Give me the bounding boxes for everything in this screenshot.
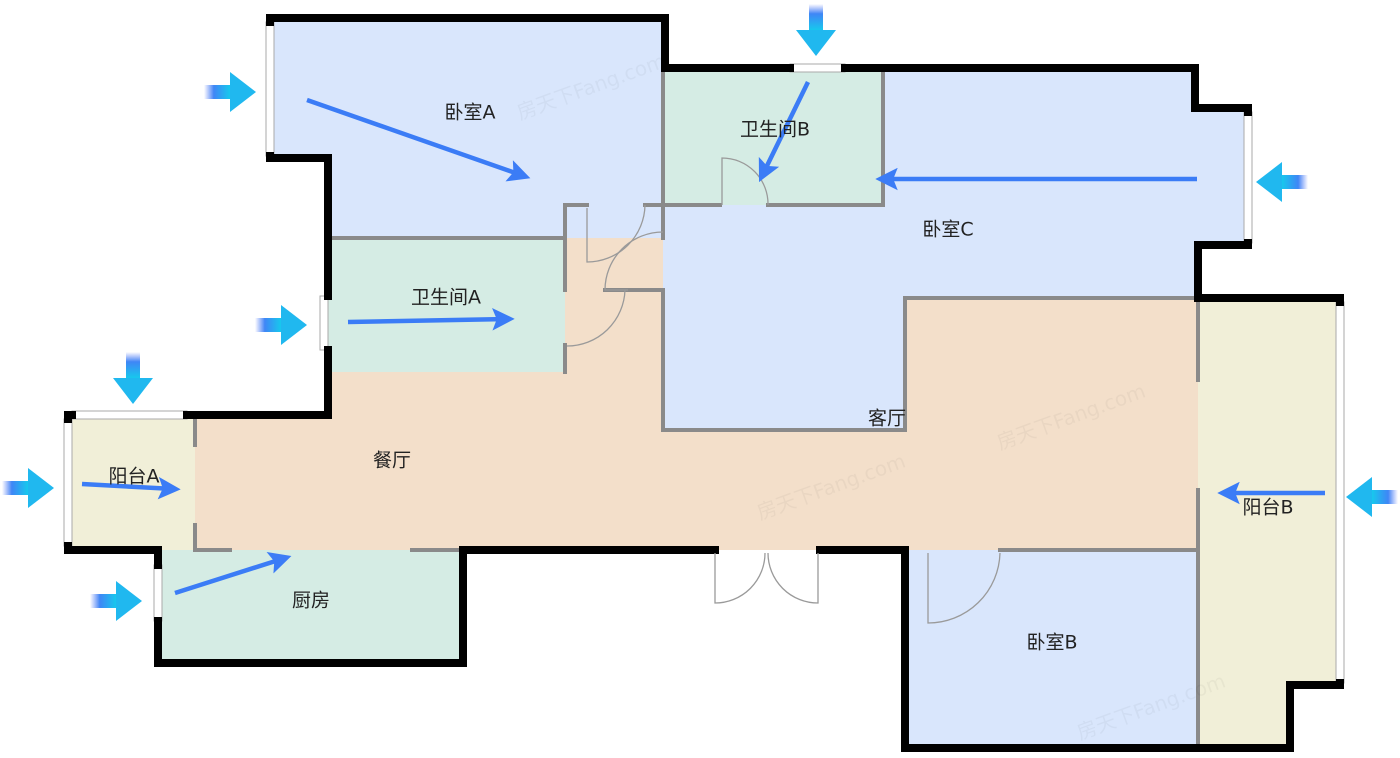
label-bedroom-a: 卧室A bbox=[445, 102, 496, 124]
doors bbox=[566, 157, 1001, 624]
room-balcony-b bbox=[1198, 298, 1340, 748]
ventilation-arrow-icon bbox=[255, 305, 307, 345]
ventilation-arrow-icon bbox=[1256, 162, 1308, 202]
label-bathroom-a: 卫生间A bbox=[411, 287, 481, 309]
room-bathroom-a bbox=[328, 238, 565, 372]
airflow-arrow-bathroom-b bbox=[758, 81, 811, 183]
ventilation-arrow-icon bbox=[2, 468, 54, 508]
ventilation-arrow-icon bbox=[204, 72, 256, 112]
airflow-arrow-bathroom-a bbox=[347, 308, 515, 331]
label-kitchen: 厨房 bbox=[292, 590, 330, 612]
ventilation-arrow-icon bbox=[796, 4, 836, 56]
interior-walls bbox=[193, 66, 1200, 750]
label-balcony-a: 阳台A bbox=[109, 466, 160, 488]
ventilation-arrow-icon bbox=[1346, 477, 1398, 517]
room-bedroom-b bbox=[905, 550, 1198, 748]
ventilation-arrow-icon bbox=[90, 581, 142, 621]
room-kitchen bbox=[158, 550, 463, 663]
airflow-arrow-bedroom-a bbox=[306, 97, 531, 182]
label-balcony-b: 阳台B bbox=[1242, 497, 1293, 519]
ventilation-arrow-icon bbox=[113, 352, 153, 404]
airflow-arrows bbox=[81, 81, 1325, 596]
exterior-walls bbox=[64, 14, 1344, 752]
label-bathroom-b: 卫生间B bbox=[740, 119, 810, 141]
room-bathroom-b bbox=[665, 68, 883, 205]
room-bedroom-a bbox=[270, 18, 663, 238]
room-living-dining bbox=[195, 205, 1198, 550]
label-bedroom-b: 卧室B bbox=[1026, 632, 1077, 654]
airflow-arrow-kitchen bbox=[174, 552, 292, 596]
label-dining: 餐厅 bbox=[373, 450, 411, 472]
label-living: 客厅 bbox=[868, 408, 906, 430]
label-bedroom-c: 卧室C bbox=[922, 219, 973, 241]
airflow-arrow-balcony-a bbox=[81, 476, 181, 500]
room-labels: 卧室A 卫生间B 卧室C 卫生间A 餐厅 客厅 阳台A 厨房 卧室B 阳台B bbox=[109, 102, 1294, 654]
